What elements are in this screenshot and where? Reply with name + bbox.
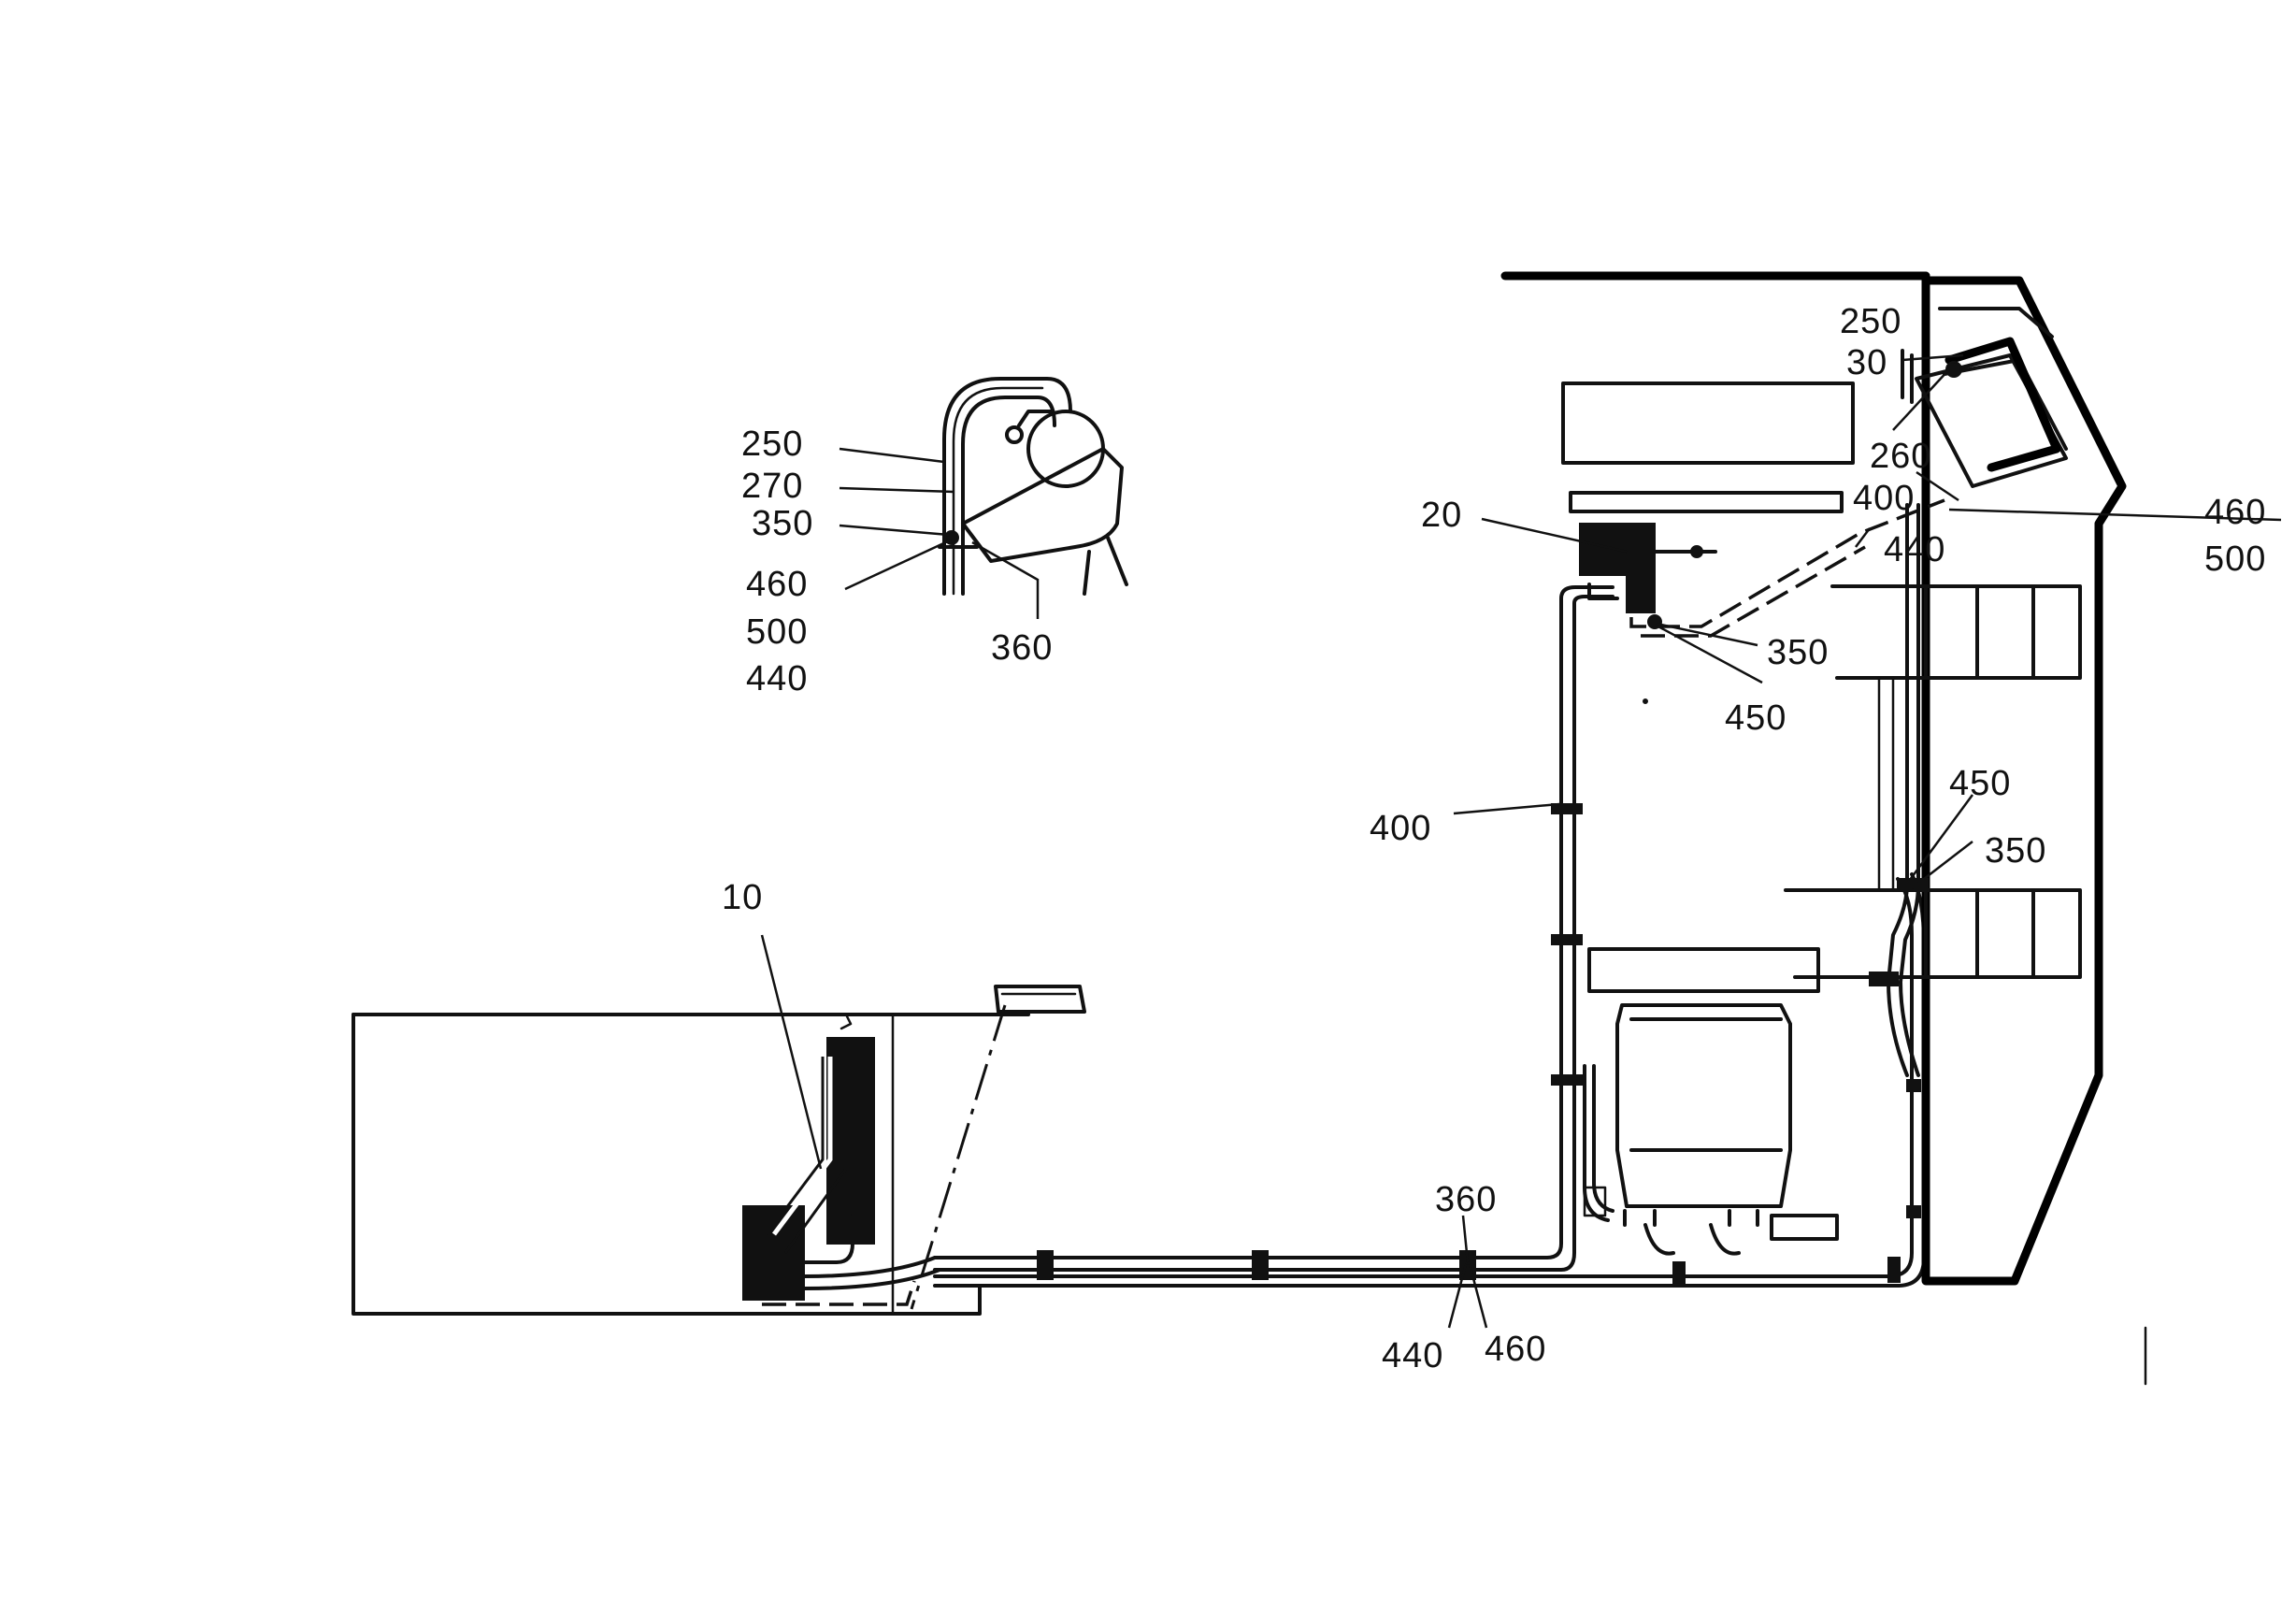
label-inset-270: 270 — [741, 467, 803, 506]
label-10: 10 — [722, 878, 763, 917]
label-top-440: 440 — [1884, 530, 1945, 569]
label-inset-460: 460 — [746, 565, 808, 604]
left-tank — [352, 934, 1348, 1316]
label-inset-350: 350 — [752, 504, 813, 543]
label-bottom-460: 460 — [1485, 1330, 1546, 1369]
label-right-500: 500 — [2204, 540, 2266, 579]
label-inset-440: 440 — [746, 659, 808, 698]
label-top-260: 260 — [1870, 437, 1931, 476]
label-top-250: 250 — [1840, 302, 1901, 341]
callout-labels: 250 270 350 460 500 440 360 10 20 30 250… — [722, 302, 2266, 1375]
label-inset-250: 250 — [741, 425, 803, 464]
label-mid-350: 350 — [1767, 633, 1829, 672]
label-20: 20 — [1421, 496, 1462, 535]
label-left-400: 400 — [1370, 809, 1431, 848]
label-bottom-440: 440 — [1382, 1336, 1443, 1375]
label-30: 30 — [1846, 343, 1887, 382]
label-right-350: 350 — [1985, 831, 2046, 871]
label-right-460: 460 — [2204, 493, 2266, 532]
machine-body — [1481, 271, 2282, 1386]
label-right-450: 450 — [1949, 764, 2011, 803]
label-top-400: 400 — [1853, 479, 1915, 518]
label-inset-360: 360 — [991, 628, 1053, 668]
label-mid-450: 450 — [1725, 698, 1787, 738]
label-inset-500: 500 — [746, 612, 808, 652]
label-bottom-360: 360 — [1435, 1180, 1497, 1219]
inset-detail — [839, 377, 1128, 619]
